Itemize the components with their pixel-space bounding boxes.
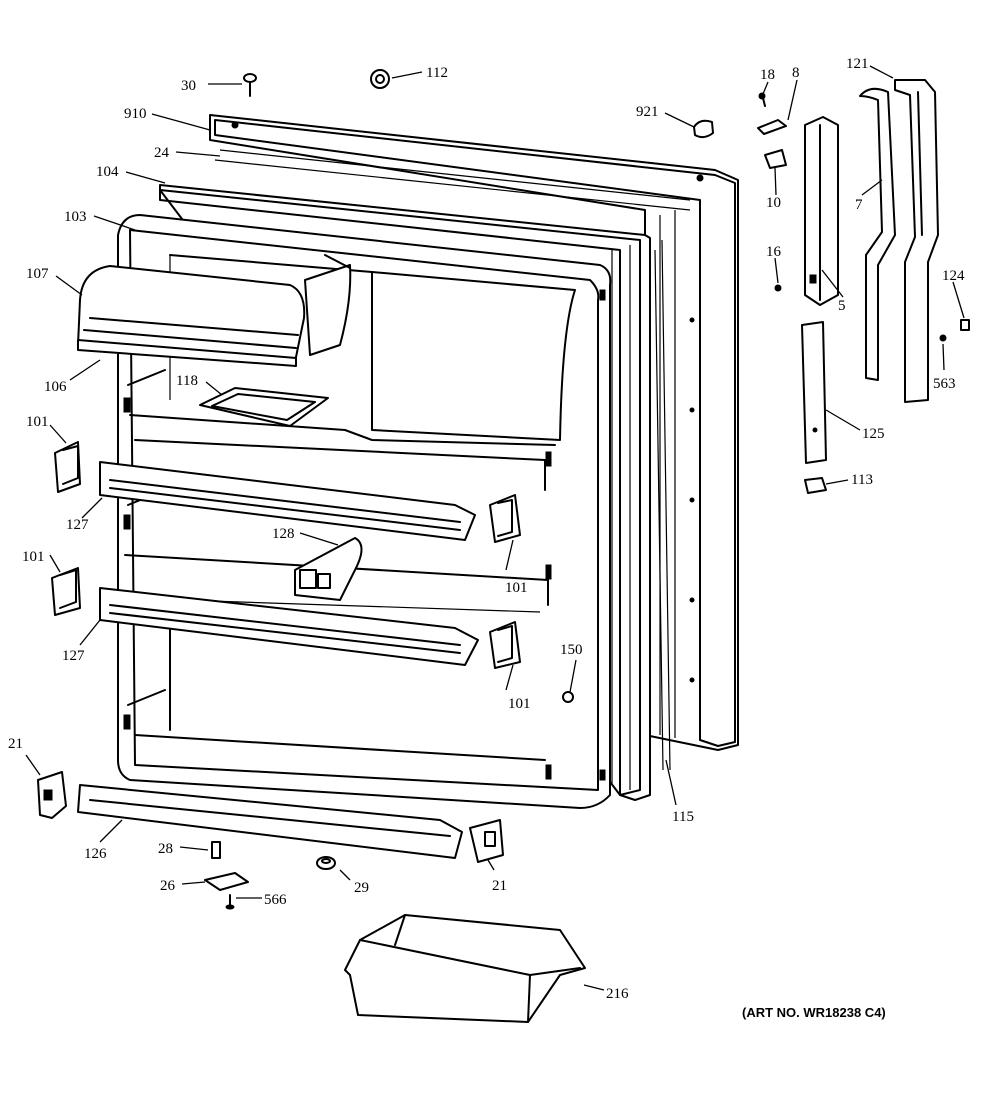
callout-126: 126 (84, 846, 107, 862)
handle-121 (894, 79, 939, 403)
cap-29 (316, 856, 336, 870)
clip-10 (764, 149, 787, 169)
callout-10: 10 (766, 195, 781, 211)
handle-bar-125 (801, 321, 827, 464)
callout-28: 28 (158, 841, 173, 857)
callout-910: 910 (124, 106, 147, 122)
screw-30 (243, 73, 257, 97)
callout-563: 563 (933, 376, 956, 392)
callout-24: 24 (154, 145, 170, 161)
plug-112 (370, 69, 390, 89)
callout-101-d: 101 (508, 696, 531, 712)
callout-18: 18 (760, 67, 775, 83)
art-number: (ART NO. WR18238 C4) (742, 1005, 886, 1020)
shelf-bracket-right-lower (489, 621, 521, 669)
callout-566: 566 (264, 892, 287, 908)
outer-door-panel (209, 114, 739, 751)
callout-101-b: 101 (22, 549, 45, 565)
shelf-bar-upper (99, 461, 476, 541)
callout-115: 115 (672, 809, 694, 825)
shelf-divider (294, 537, 363, 601)
shelf-bracket-right-upper (489, 494, 521, 543)
shelf-bracket-left-lower (51, 567, 81, 616)
callout-7: 7 (855, 197, 863, 213)
callout-921: 921 (636, 104, 659, 120)
callout-101-a: 101 (26, 414, 49, 430)
clip-8 (757, 119, 787, 135)
callout-26: 26 (160, 878, 176, 894)
bin-216 (344, 914, 586, 1023)
callout-107: 107 (26, 266, 49, 282)
shelf-bar-lower (99, 587, 479, 666)
callout-118: 118 (176, 373, 198, 389)
callout-103: 103 (64, 209, 87, 225)
callout-labels: 30 112 910 921 24 104 103 107 106 118 10… (8, 56, 965, 1002)
cap-921 (693, 119, 714, 139)
screw-18 (758, 92, 766, 107)
screw-563 (939, 334, 947, 342)
dairy-door-hinge-bar (77, 339, 297, 367)
callout-121: 121 (846, 56, 869, 72)
callout-106: 106 (44, 379, 67, 395)
shelf-bracket-left-upper (54, 441, 81, 493)
callout-128: 128 (272, 526, 295, 542)
callout-101-c: 101 (505, 580, 528, 596)
callout-5: 5 (838, 298, 846, 314)
screw-566 (225, 894, 235, 910)
bracket-5 (804, 116, 839, 306)
screw-16 (774, 284, 782, 292)
egg-tray (199, 387, 329, 427)
dairy-compartment (77, 254, 352, 363)
cap-124 (960, 319, 970, 331)
callout-127-b: 127 (62, 648, 85, 664)
callout-21-b: 21 (492, 878, 507, 894)
callout-104: 104 (96, 164, 119, 180)
plate-26 (204, 872, 249, 891)
callout-30: 30 (181, 78, 196, 94)
callout-125: 125 (862, 426, 885, 442)
callout-112: 112 (426, 65, 448, 81)
hinge-left (37, 771, 67, 819)
callout-150: 150 (560, 642, 583, 658)
plug-150 (562, 691, 574, 703)
cap-113 (804, 477, 827, 494)
callout-216: 216 (606, 986, 629, 1002)
pin-28 (211, 841, 221, 859)
callout-113: 113 (851, 472, 873, 488)
hinge-right (469, 819, 504, 863)
callout-29: 29 (354, 880, 369, 896)
callout-21-a: 21 (8, 736, 23, 752)
callout-124: 124 (942, 268, 965, 284)
handle-7 (859, 87, 896, 381)
bottom-trim (77, 784, 463, 859)
leader-lines (25, 65, 965, 991)
callout-127-a: 127 (66, 517, 89, 533)
callout-16: 16 (766, 244, 782, 260)
callout-8: 8 (792, 65, 800, 81)
